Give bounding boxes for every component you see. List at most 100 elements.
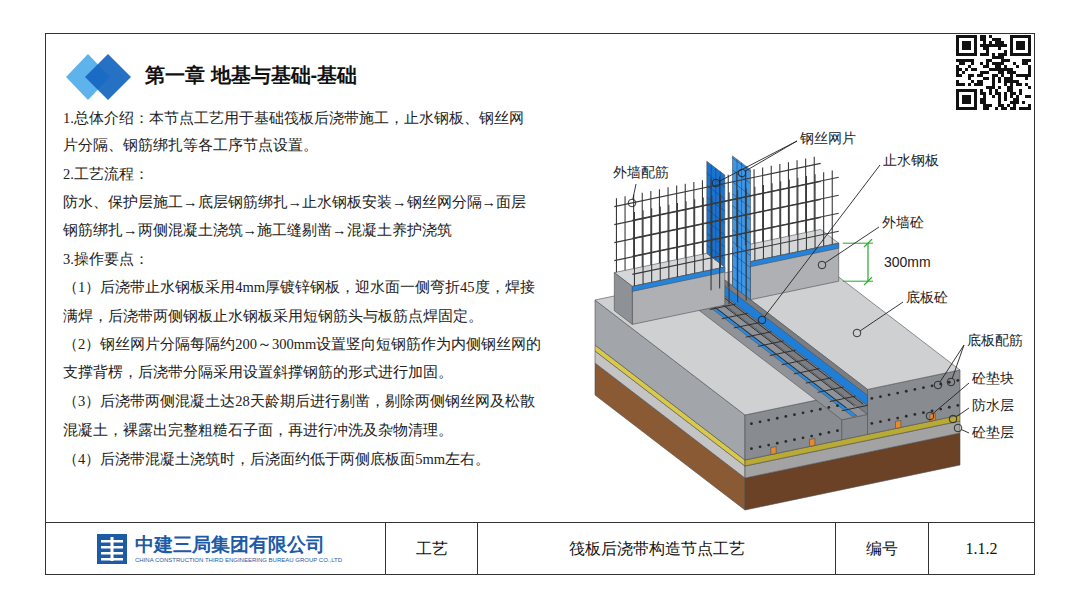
- company-name: 中建三局集团有限公司: [135, 533, 325, 556]
- rebar-end: [888, 393, 891, 396]
- wall-rebar: [788, 162, 789, 236]
- rebar-end: [827, 431, 830, 434]
- rebar-end: [888, 418, 891, 421]
- rebar: [746, 332, 772, 337]
- rebar-end: [802, 436, 805, 439]
- wall-rebar: [814, 157, 815, 231]
- rebar: [722, 313, 748, 318]
- steel-mesh-plate: [707, 161, 725, 267]
- rebar-end: [750, 422, 753, 425]
- leader-circle: [949, 415, 957, 423]
- wall-rebar: [659, 189, 660, 263]
- leader-circle: [934, 381, 942, 389]
- dimension-bracket: [843, 239, 873, 285]
- mesh-line: [741, 163, 742, 293]
- qr-code: [956, 35, 1031, 110]
- rebar-end: [879, 420, 882, 423]
- post-pour-strip-illustration: [595, 156, 960, 510]
- leader-lines: [628, 141, 969, 433]
- page-frame: [46, 34, 1035, 575]
- body-text: 1.总体介绍：本节点工艺用于基础筏板后浇带施工，止水钢板、钢丝网: [63, 108, 524, 128]
- rebar: [782, 359, 808, 364]
- wall-rebar: [762, 168, 763, 242]
- rebar-end: [922, 411, 925, 414]
- strip-floor: [692, 299, 868, 419]
- leader-circle: [853, 329, 861, 337]
- rebar-end: [802, 411, 805, 414]
- rebar-end: [913, 413, 916, 416]
- rebar-end: [896, 392, 899, 395]
- company-cell: 中建三局集团有限公司CHINA CONSTRUCTION THIRD ENGIN…: [45, 522, 386, 575]
- rebar-end: [931, 409, 934, 412]
- wall-rebar: [693, 182, 694, 256]
- wall-rebar: [632, 177, 838, 220]
- leader-circle: [712, 179, 720, 187]
- rebar-end: [759, 420, 762, 423]
- rebar: [705, 291, 855, 406]
- wall-rebar: [823, 172, 824, 246]
- body-text: （4）后浇带混凝土浇筑时，后浇面约低于两侧底板面5mm左右。: [63, 449, 490, 469]
- wall-rebar: [796, 160, 797, 234]
- callout-label: 外墙配筋: [613, 163, 669, 181]
- rebar-end: [819, 433, 822, 436]
- wall-rebar: [685, 184, 686, 258]
- body-text: 满焊，后浇带两侧钢板止水钢板采用短钢筋头与板筋点焊固定。: [63, 306, 483, 326]
- wall-end: [614, 273, 632, 325]
- steel-mesh-plate: [733, 156, 751, 300]
- rebar-end: [776, 417, 779, 420]
- rebar-end: [948, 406, 951, 409]
- cell-text: 编号: [866, 539, 898, 559]
- rebar-end: [750, 447, 753, 450]
- leader-circle: [926, 412, 934, 420]
- rebar-end: [759, 445, 762, 448]
- rebar-end: [905, 390, 908, 393]
- wall-rebar: [650, 191, 651, 265]
- leader-line: [825, 227, 879, 263]
- rebar-end: [767, 444, 770, 447]
- spacer-block: [896, 420, 901, 428]
- rebar-end: [810, 410, 813, 413]
- callout-label: 止水钢板: [883, 151, 939, 169]
- leader-line: [956, 408, 969, 417]
- leader-line: [764, 165, 880, 317]
- leader-line: [719, 141, 797, 181]
- leader-circle: [738, 169, 746, 177]
- leader-line: [952, 345, 964, 378]
- leader-circle: [628, 199, 636, 207]
- wall-rebar: [779, 164, 780, 238]
- rebar-end: [870, 422, 873, 425]
- cell-text: 1.1.2: [966, 539, 998, 559]
- rebar-end: [827, 406, 830, 409]
- title: 第一章 地基与基础-基础: [145, 62, 357, 88]
- leader-line: [860, 302, 903, 331]
- rebar: [770, 350, 796, 355]
- wall-rebar: [624, 196, 625, 270]
- callout-label: 砼垫层: [972, 423, 1014, 441]
- rebar-end: [913, 388, 916, 391]
- table-cell: 工艺: [385, 522, 478, 575]
- rebar-end: [776, 442, 779, 445]
- rebar-end: [810, 435, 813, 438]
- wall-rebar: [832, 171, 833, 245]
- leader-line: [633, 184, 636, 199]
- leader-line: [940, 345, 964, 382]
- rebar: [696, 293, 846, 408]
- company-logo: [97, 534, 127, 564]
- wall-rebar: [633, 195, 634, 269]
- wall-rebar: [728, 175, 729, 287]
- rebar: [758, 341, 784, 346]
- wall-rebar: [753, 169, 754, 243]
- water-stop-plate: [718, 280, 868, 405]
- rebar: [794, 369, 820, 374]
- wall-rebar: [676, 186, 677, 260]
- wall-rebar: [805, 159, 806, 233]
- wall-rebar: [632, 231, 838, 274]
- body-text: 混凝土，裸露出完整粗糙石子面，再进行冲洗及杂物清理。: [63, 420, 453, 440]
- leader-line: [745, 141, 797, 171]
- rebar: [806, 378, 832, 383]
- body-text: （3）后浇带两侧混凝土达28天龄期后进行剔凿，剔除两侧钢丝网及松散: [63, 391, 535, 411]
- rebar-end: [793, 413, 796, 416]
- wall-rebar: [642, 193, 643, 267]
- body-text: 3.操作要点：: [63, 249, 149, 269]
